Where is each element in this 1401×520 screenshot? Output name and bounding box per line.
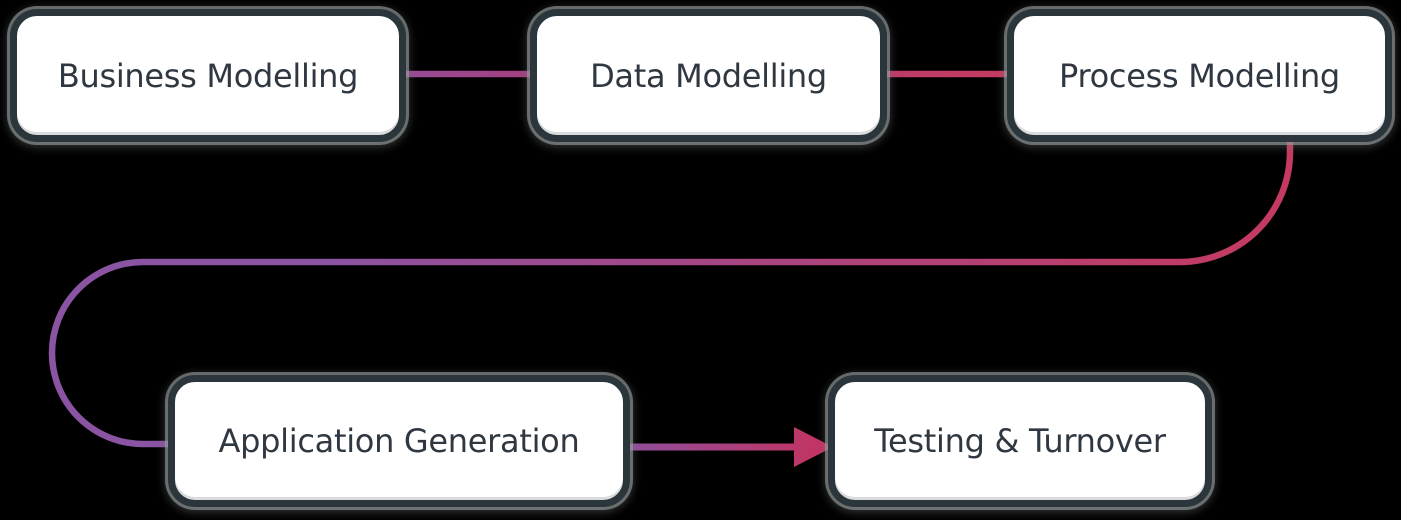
arrowhead-icon (794, 427, 833, 467)
node-business-modelling: Business Modelling (10, 9, 406, 142)
node-process-modelling: Process Modelling (1007, 9, 1392, 142)
node-label: Process Modelling (1059, 56, 1340, 95)
edge-process-to-application (48, 136, 1294, 448)
node-testing-turnover: Testing & Turnover (828, 375, 1212, 507)
node-application-generation: Application Generation (168, 375, 630, 507)
node-label: Application Generation (218, 422, 580, 460)
node-label: Business Modelling (57, 56, 359, 95)
node-data-modelling: Data Modelling (530, 9, 887, 142)
node-label: Data Modelling (590, 56, 827, 95)
node-label: Testing & Turnover (874, 422, 1166, 460)
